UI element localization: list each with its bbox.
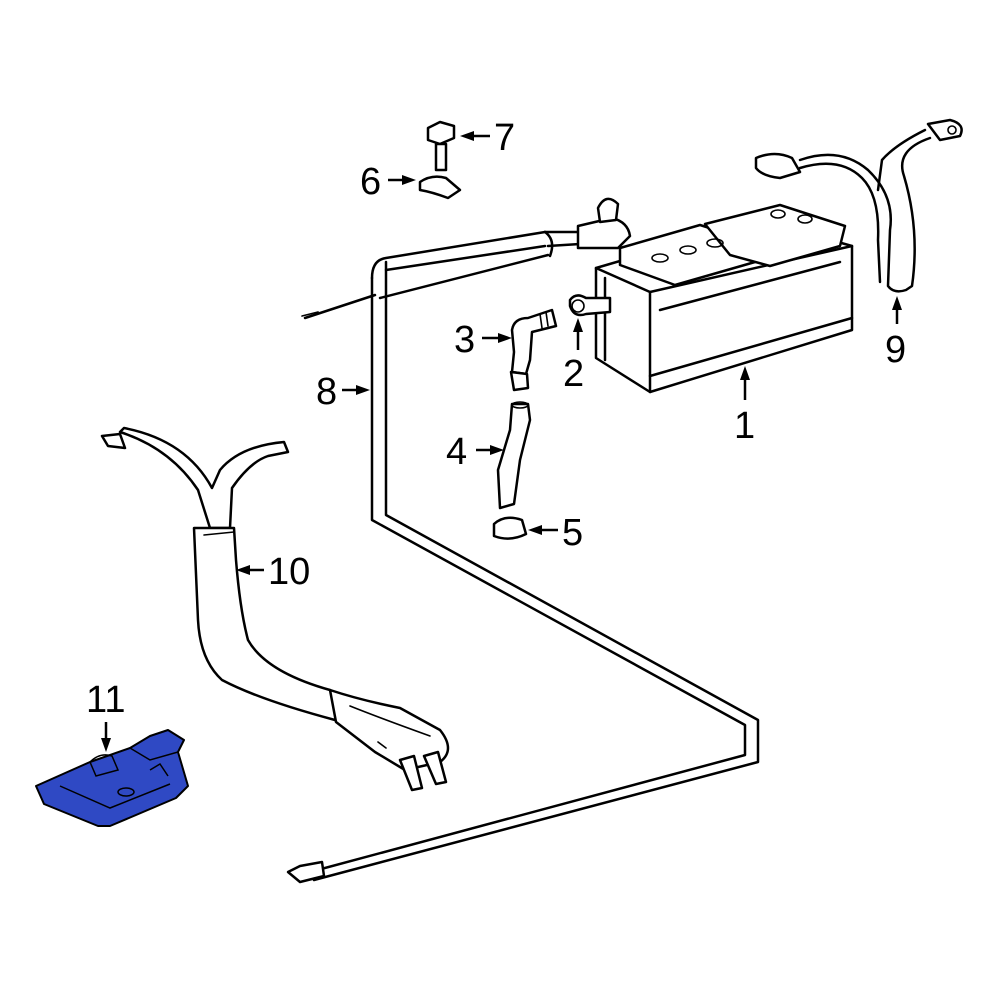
part-4-hose[interactable] <box>496 401 532 510</box>
callout-4: 4 <box>446 431 467 473</box>
part-3-elbow[interactable] <box>509 308 558 392</box>
part-10-cable[interactable] <box>100 426 450 792</box>
part-5-grommet[interactable] <box>492 516 528 540</box>
callout-9: 9 <box>885 329 906 371</box>
leader-arrows <box>101 131 902 752</box>
part-2-plug[interactable] <box>568 294 612 317</box>
callout-3: 3 <box>454 319 475 361</box>
callout-7: 7 <box>494 117 515 159</box>
part-8-cable[interactable] <box>286 197 760 884</box>
callout-2: 2 <box>563 353 584 395</box>
callout-10: 10 <box>268 551 310 593</box>
part-1-battery[interactable] <box>594 203 854 394</box>
part-9-cable[interactable] <box>754 118 963 293</box>
callout-6: 6 <box>360 161 381 203</box>
part-7-bolt[interactable] <box>426 120 456 172</box>
part-11-bracket[interactable] <box>35 729 189 827</box>
callout-1: 1 <box>734 405 755 447</box>
callout-11: 11 <box>86 679 125 721</box>
part-6-clamp[interactable] <box>418 175 462 200</box>
callout-5: 5 <box>562 512 583 554</box>
callout-8: 8 <box>316 371 337 413</box>
